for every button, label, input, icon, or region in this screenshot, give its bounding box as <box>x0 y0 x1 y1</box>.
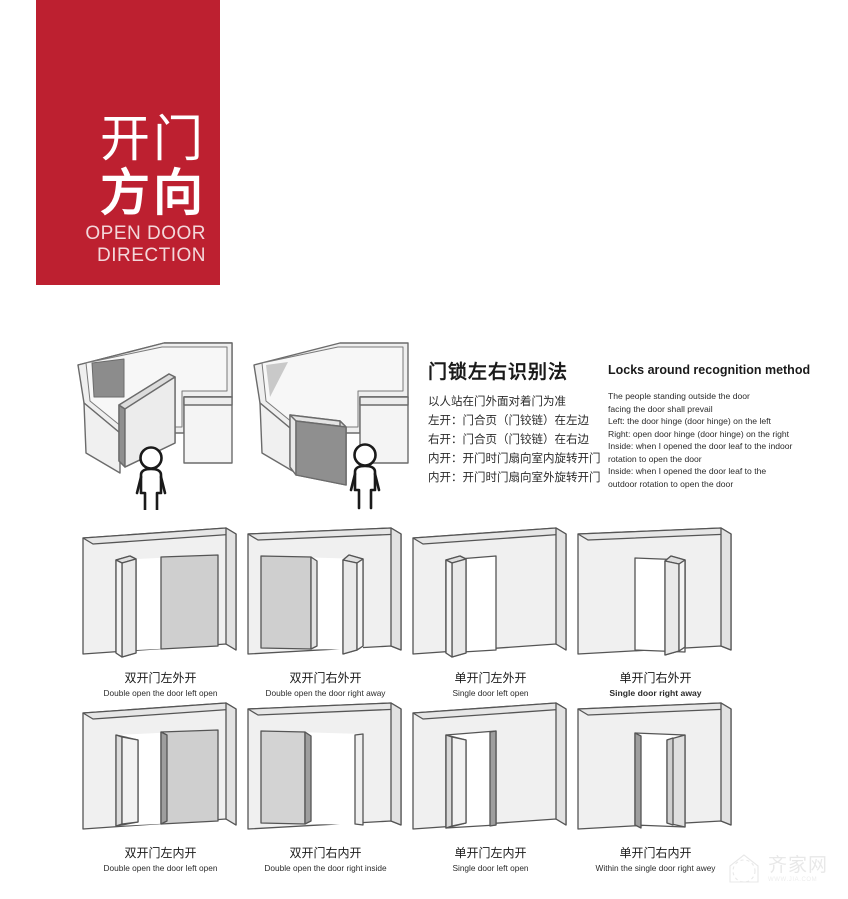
legend-chinese-heading: 门锁左右识别法 <box>428 361 569 383</box>
legend-en-line-6: rotation to open the door <box>608 453 702 464</box>
legend-english-body: The people standing outside the door fac… <box>608 391 823 490</box>
legend-cn-line-4: 内开：开门时门扇向室内旋转开门 <box>428 451 601 465</box>
legend-cn-line-2: 左开：门合页（门铰链）在左边 <box>428 413 589 427</box>
door-label-en: Double open the door right inside <box>264 863 387 873</box>
explanation-section: 门锁左右识别法 以人站在门外面对着门为准 左开：门合页（门铰链）在左边 右开：门… <box>0 335 848 525</box>
door-cell-single-right-inward: 单开门右内开 Within the single door right awey <box>573 695 738 874</box>
door-label-cn: 双开门左内开 <box>124 846 197 860</box>
door-cell-double-left-inward: 双开门左内开 Double open the door left open <box>78 695 243 874</box>
legend-en-line-2: facing the door shall prevail <box>608 403 713 414</box>
right-hinge-outward-scene <box>253 342 409 510</box>
person-icon <box>349 443 381 510</box>
legend-en-line-1: The people standing outside the door <box>608 391 750 401</box>
door-cell-double-right-outward: 双开门右外开 Double open the door right away <box>243 520 408 699</box>
door-illustration-single-right-inward <box>577 702 732 830</box>
door-cell-single-right-outward: 单开门右外开 Single door right away <box>573 520 738 699</box>
door-cell-double-left-outward: 双开门左外开 Double open the door left open <box>78 520 243 699</box>
door-label-cn: 单开门右外开 <box>619 671 692 685</box>
house-logo-icon <box>729 854 759 883</box>
door-label-cn: 双开门右外开 <box>289 671 362 685</box>
banner-title-en-line2: DIRECTION <box>97 245 206 266</box>
door-label-en: Single door left open <box>452 863 529 873</box>
door-illustration-single-right-outward <box>577 527 732 656</box>
banner-title-cn-line1: 开门 <box>100 110 206 168</box>
door-cell-single-left-inward: 单开门左内开 Single door left open <box>408 695 573 874</box>
banner-title-cn-line2: 方向 <box>100 164 206 222</box>
legend-cn-line-5: 内开：开门时门扇向室外旋转开门 <box>428 470 601 484</box>
watermark-text: 齐家网 WWW.JIA.COM <box>768 853 829 884</box>
door-illustration-double-right-outward <box>247 527 402 655</box>
left-hinge-outward-scene <box>77 342 233 510</box>
door-label-en: Double open the door left open <box>103 688 218 698</box>
legend-en-line-8: outdoor rotation to open the door <box>608 478 734 489</box>
door-illustration-single-left-outward <box>412 527 567 658</box>
door-label-en: Double open the door right away <box>265 688 386 698</box>
door-illustration-double-left-inward <box>82 702 237 830</box>
legend-cn-line-3: 右开：门合页（门铰链）在右边 <box>428 432 589 446</box>
door-label-en: Within the single door right awey <box>595 863 716 873</box>
door-row-inward: 双开门左内开 Double open the door left open 双开… <box>0 695 848 873</box>
door-illustration-single-left-inward <box>412 702 567 830</box>
door-type-grid: 双开门左外开 Double open the door left open <box>0 520 848 873</box>
legend-english: Locks around recognition method The peop… <box>608 362 823 491</box>
door-label-en: Double open the door left open <box>103 863 218 873</box>
watermark-brand: 齐家网 <box>768 853 829 876</box>
person-icon <box>135 446 167 510</box>
door-label-cn: 单开门左外开 <box>454 671 527 685</box>
watermark-url: WWW.JIA.COM <box>768 876 818 883</box>
banner-title-en-line1: OPEN DOOR <box>85 223 206 244</box>
legend-en-line-7: Inside: when I opened the door leaf to t… <box>608 466 767 476</box>
banner: 开门 方向 OPEN DOOR DIRECTION <box>36 0 220 285</box>
door-label-cn: 双开门左外开 <box>124 671 197 685</box>
door-label-en: Single door left open <box>452 688 529 698</box>
door-label-cn: 双开门右内开 <box>289 846 362 860</box>
legend-en-line-3: Left: the door hinge (door hinge) on the… <box>608 416 771 426</box>
legend-en-line-4: Right: open door hinge (door hinge) on t… <box>608 428 790 439</box>
door-illustration-double-left-outward <box>82 527 237 658</box>
legend-english-heading: Locks around recognition method <box>608 363 811 377</box>
door-cell-single-left-outward: 单开门左外开 Single door left open <box>408 520 573 699</box>
legend-cn-line-1: 以人站在门外面对着门为准 <box>428 394 566 408</box>
door-label-cn: 单开门右内开 <box>619 846 692 860</box>
legend-chinese-body: 以人站在门外面对着门为准 左开：门合页（门铰链）在左边 右开：门合页（门铰链）在… <box>428 393 606 485</box>
watermark: 齐家网 WWW.JIA.COM <box>724 843 842 895</box>
door-cell-double-right-inward: 双开门右内开 Double open the door right inside <box>243 695 408 874</box>
door-label-cn: 单开门左内开 <box>454 846 527 860</box>
legend-en-line-5: Inside: when I opened the door leaf to t… <box>608 441 793 451</box>
door-label-en: Single door right away <box>609 688 702 698</box>
legend-chinese: 门锁左右识别法 以人站在门外面对着门为准 左开：门合页（门铰链）在左边 右开：门… <box>428 360 606 488</box>
door-illustration-double-right-inward <box>247 702 402 830</box>
door-row-outward: 双开门左外开 Double open the door left open <box>0 520 848 698</box>
